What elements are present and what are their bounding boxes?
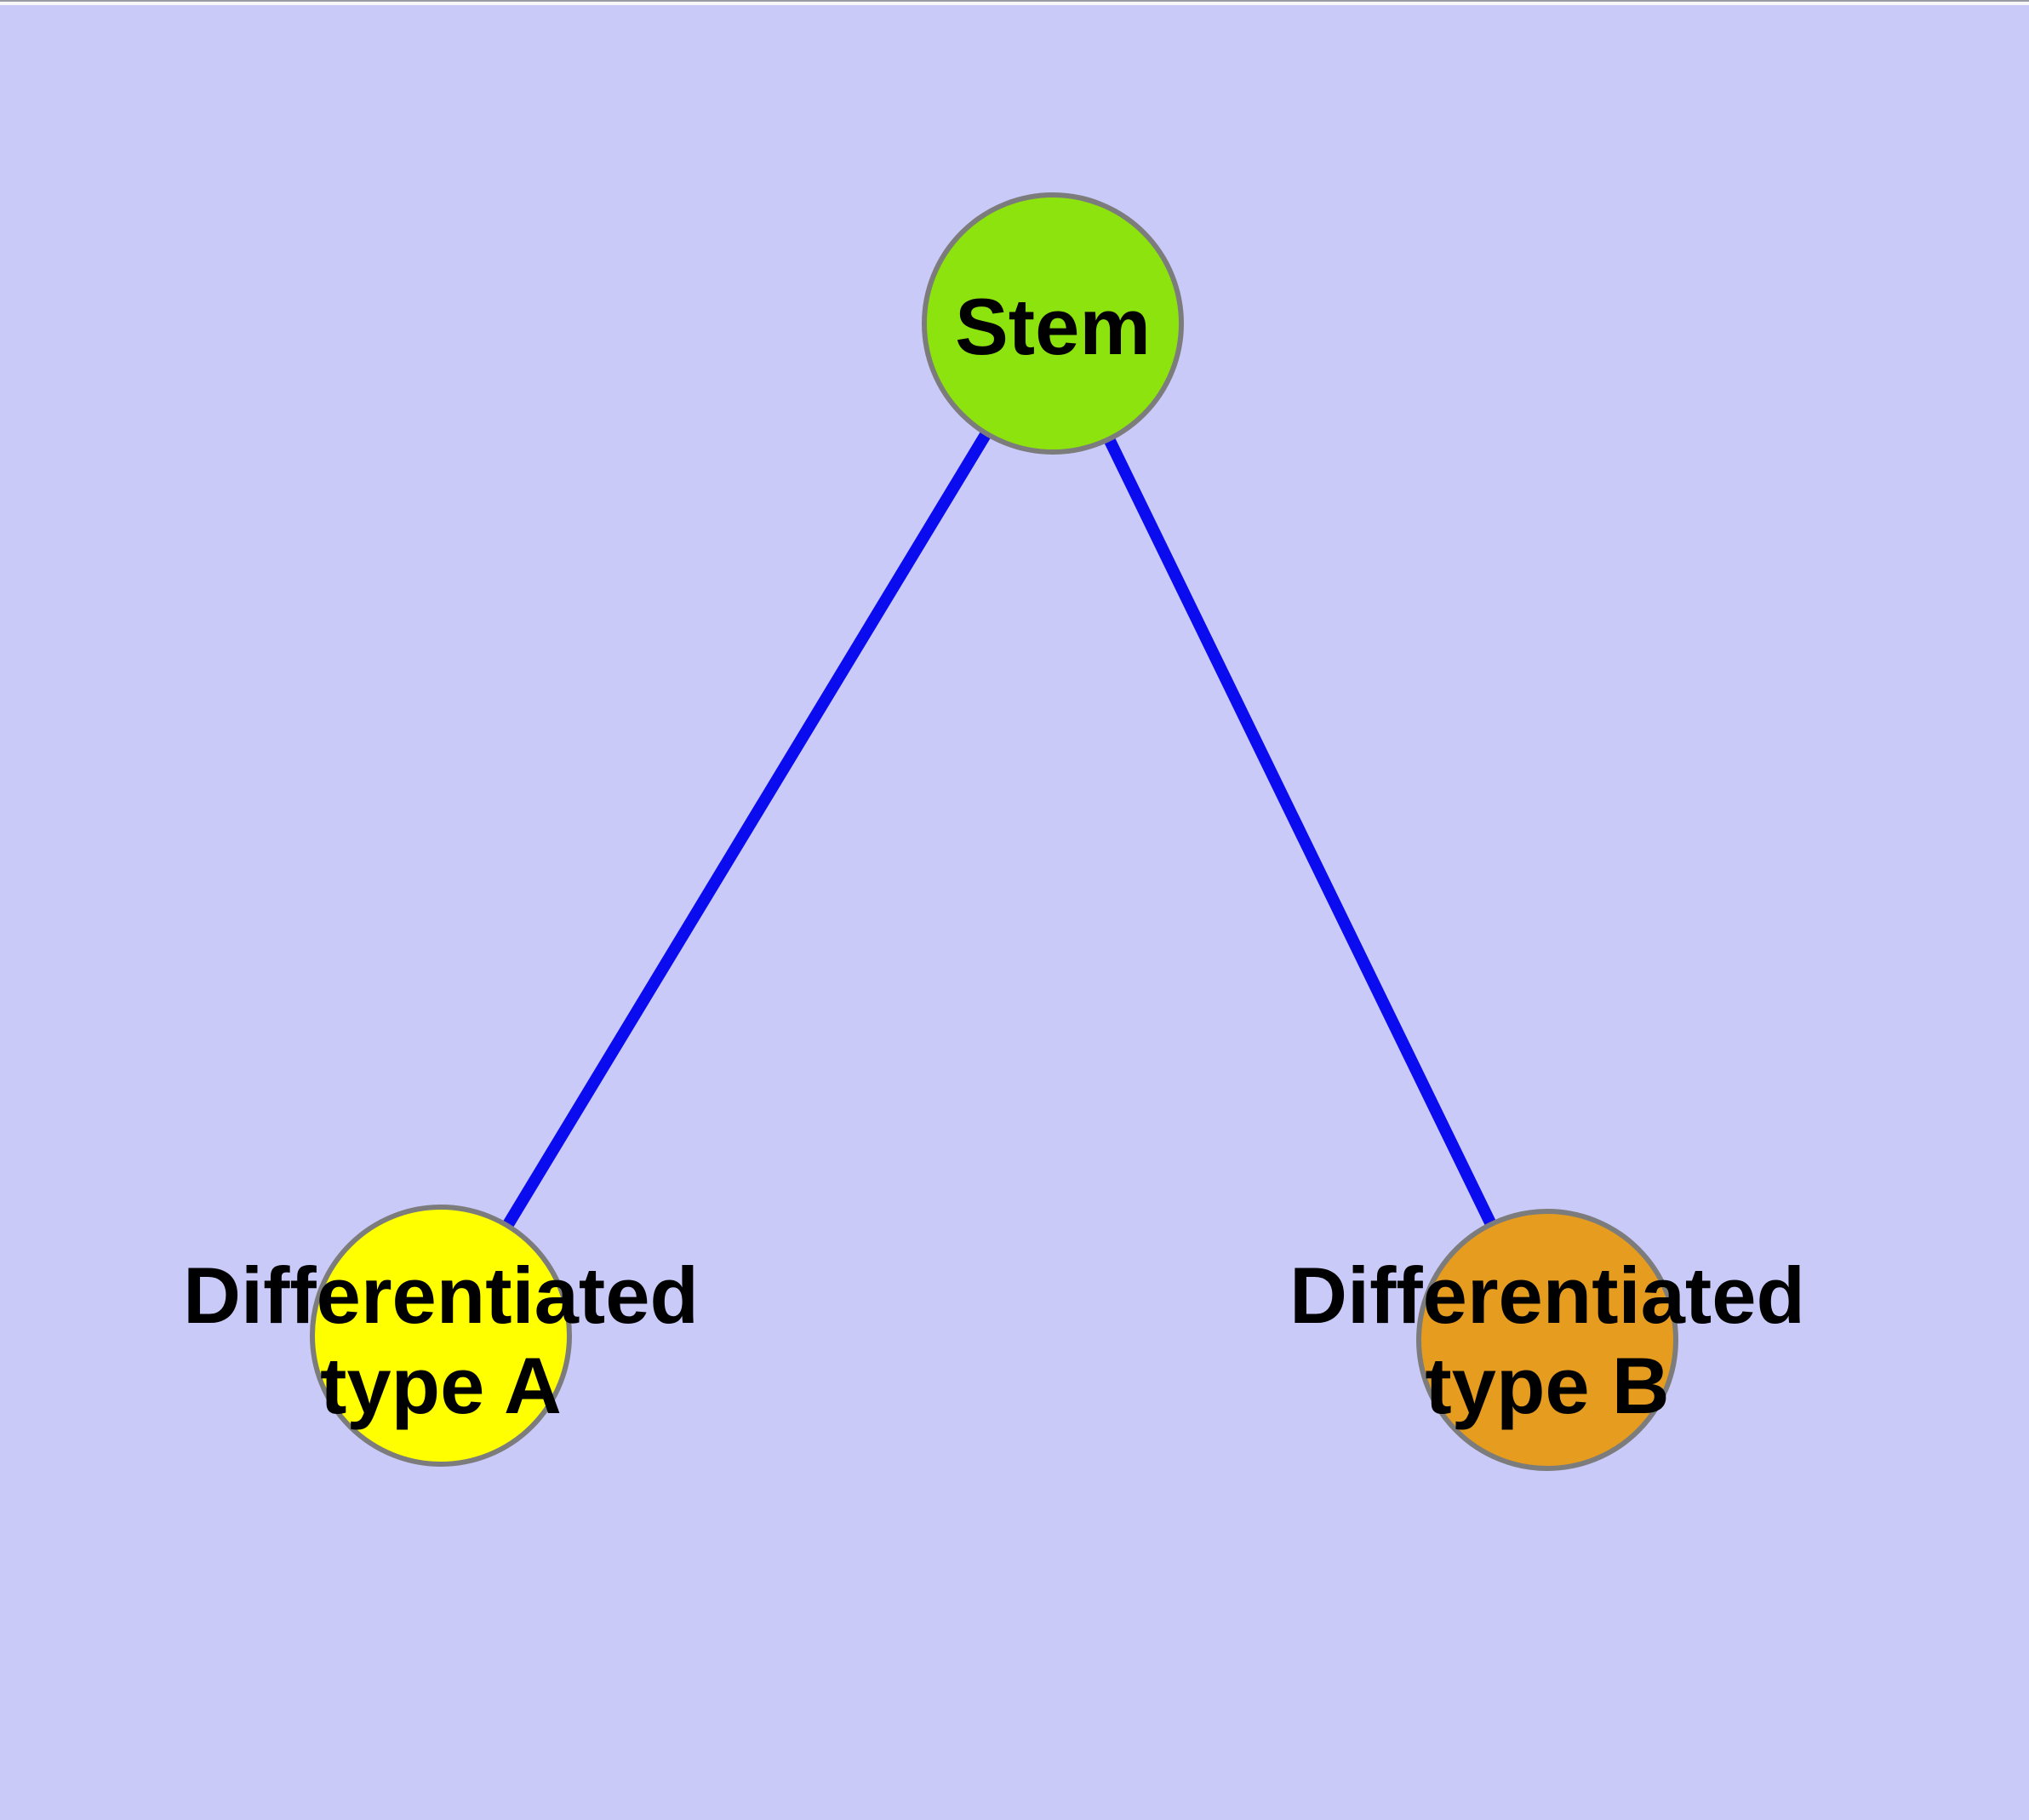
top-strip: [0, 0, 2029, 5]
graph-svg: Stem Differentiated type A Differentiate…: [0, 5, 2029, 1820]
node-type-a-label-line1: Differentiated: [183, 1251, 699, 1340]
node-type-a-label-line2: type A: [320, 1341, 562, 1430]
edge-stem-to-type-b: [1047, 320, 1553, 1343]
node-stem: [922, 192, 1184, 455]
node-type-b-label-line1: Differentiated: [1289, 1251, 1805, 1340]
edge-stem-to-type-a: [436, 320, 1058, 1339]
node-stem-label: Stem: [955, 282, 1151, 371]
node-differentiated-type-b: [1416, 1209, 1678, 1471]
graph-panel: Stem Differentiated type A Differentiate…: [0, 5, 2029, 1820]
node-differentiated-type-a: [310, 1205, 572, 1467]
node-type-b-label-line2: type B: [1425, 1341, 1669, 1430]
